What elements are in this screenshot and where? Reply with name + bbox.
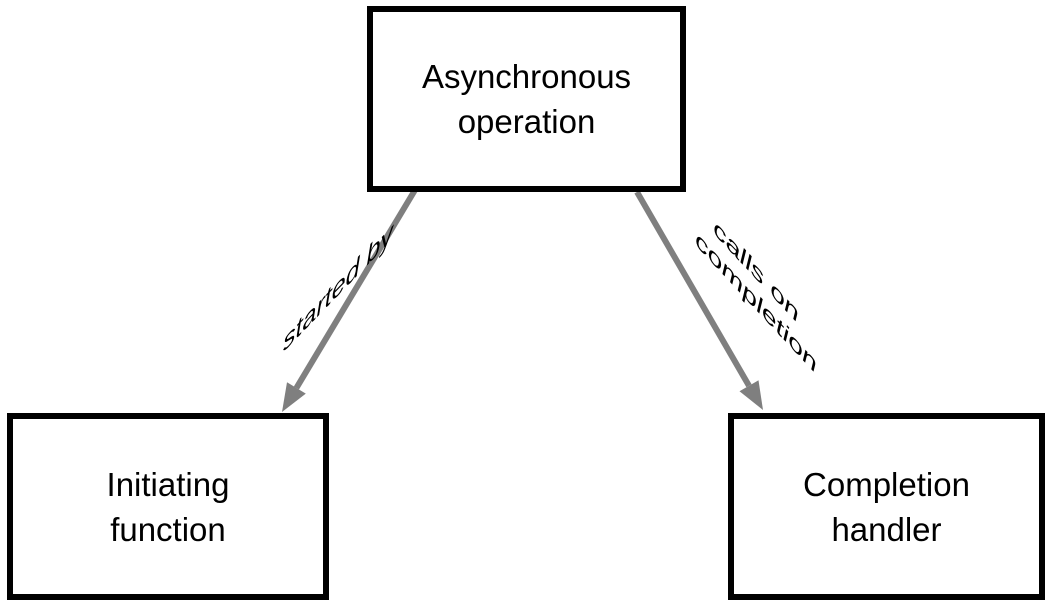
node-label: Asynchronous operation — [422, 54, 631, 144]
node-initiating-function: Initiating function — [7, 413, 329, 600]
node-completion-handler: Completion handler — [728, 413, 1045, 600]
node-label-line: Initiating — [106, 465, 230, 503]
node-label-line: function — [110, 510, 226, 548]
node-label-line: Asynchronous — [421, 58, 632, 95]
node-label-line: operation — [457, 103, 596, 140]
node-asynchronous-operation: Asynchronous operation — [367, 6, 686, 192]
node-label-line: Completion — [803, 465, 970, 503]
started-by-arrow-shaft — [293, 188, 418, 390]
node-label-line: handler — [831, 510, 942, 548]
node-label: Completion handler — [803, 462, 970, 552]
calls-on-completion-arrow-shaft — [634, 190, 752, 388]
started-by-arrowhead-icon — [282, 382, 306, 412]
node-label: Initiating function — [107, 462, 230, 552]
edge-started-by — [282, 188, 418, 412]
calls-on-completion-arrowhead-icon — [739, 380, 763, 410]
edge-calls-on-completion — [634, 190, 763, 410]
